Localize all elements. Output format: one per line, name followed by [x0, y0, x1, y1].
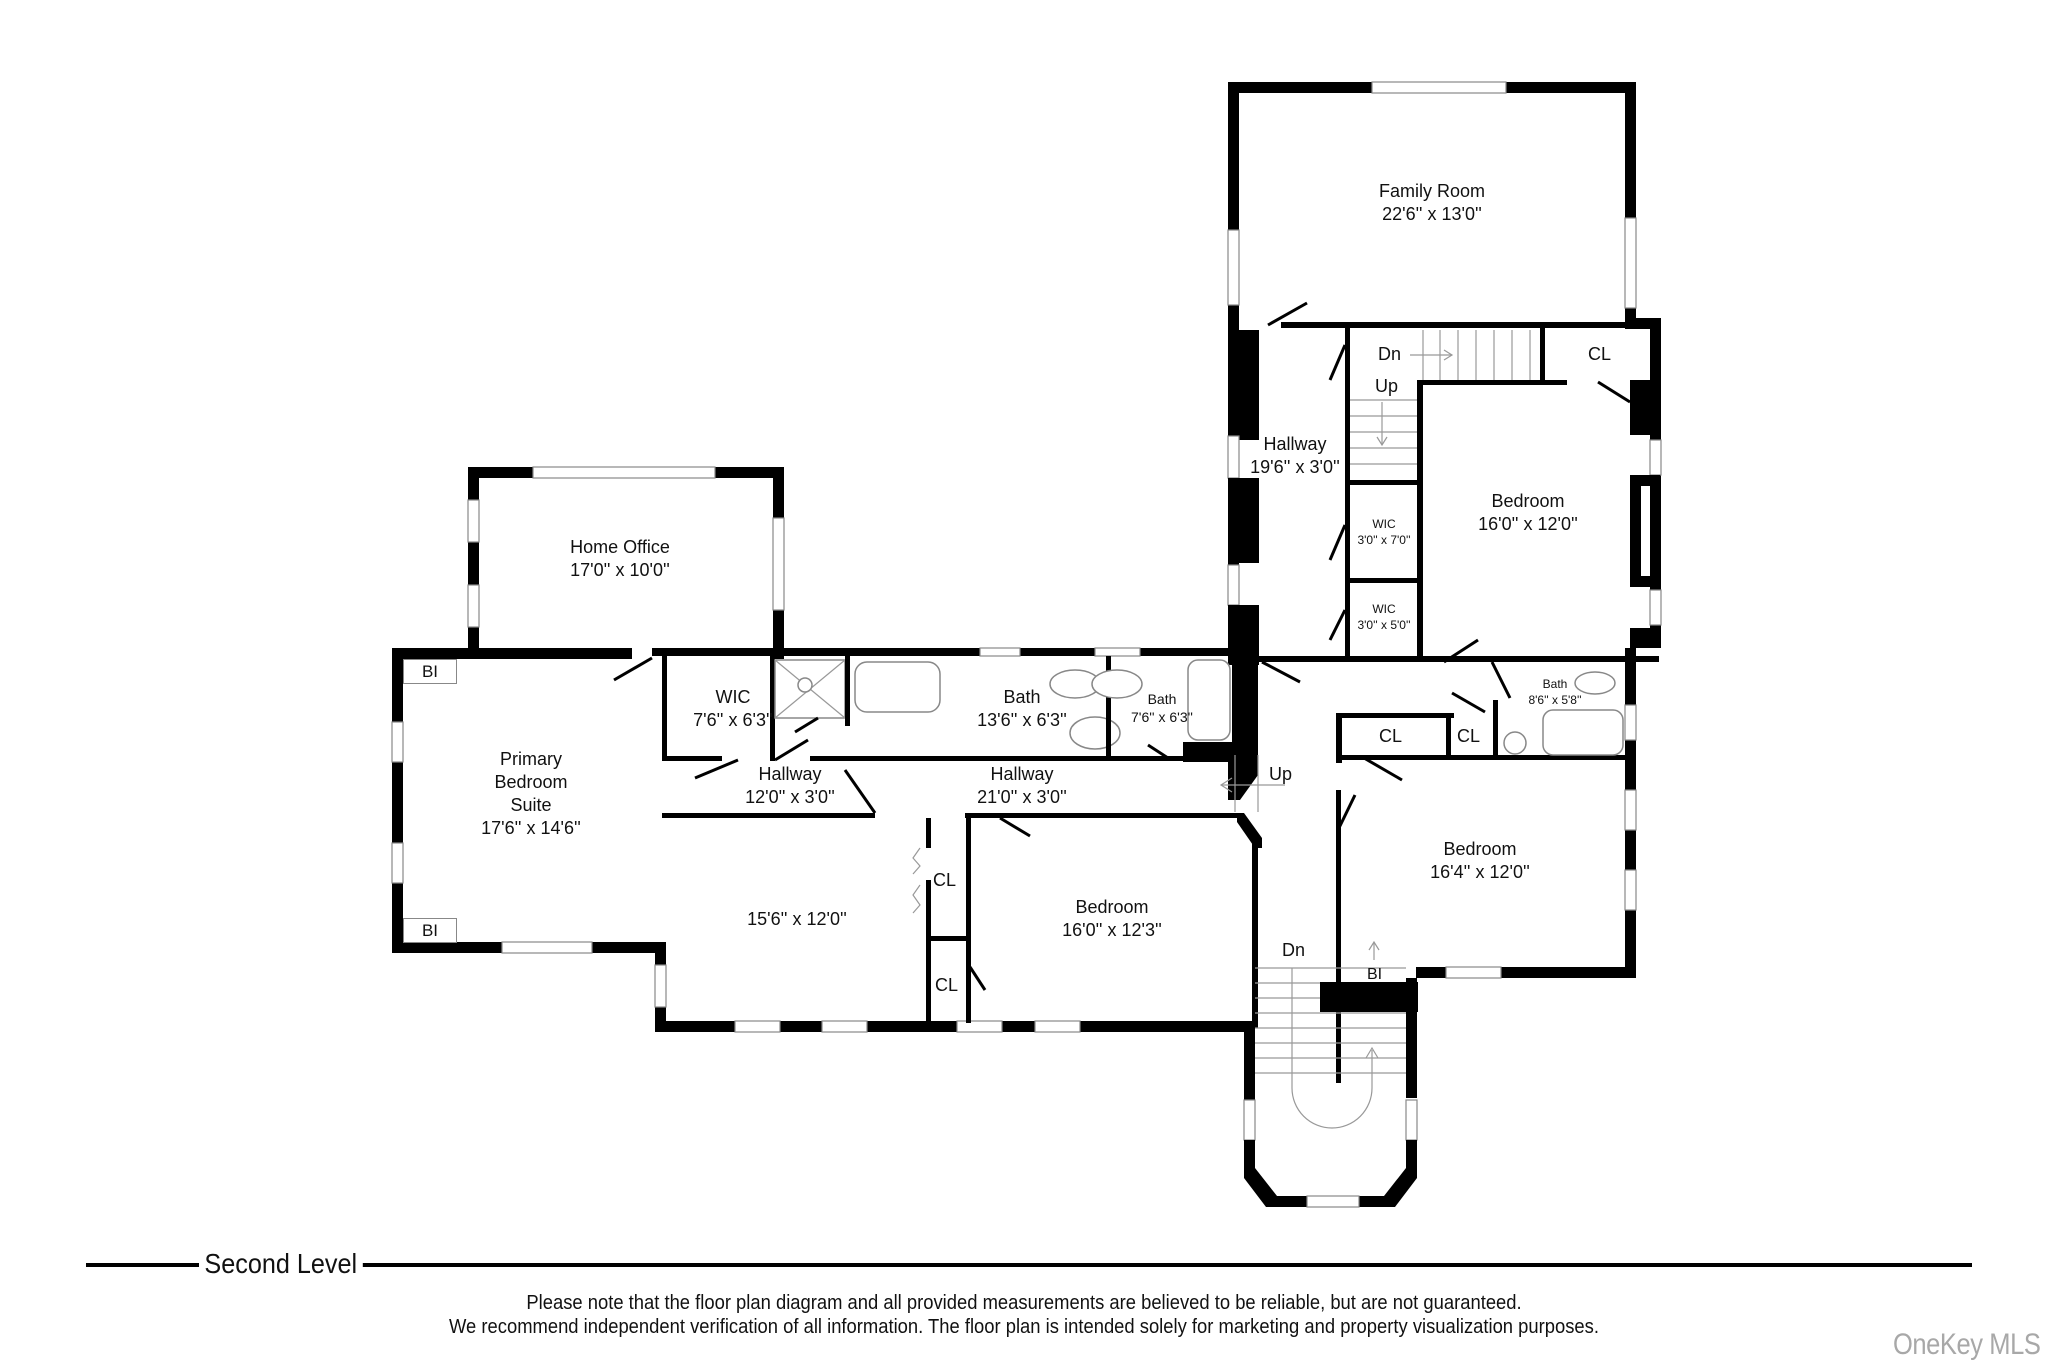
stairs-down-tag: Dn: [1282, 940, 1306, 960]
room-label-family-room: Family Room 22'6'' x 13'0'': [1378, 181, 1486, 224]
closet-tag: CL: [1457, 726, 1481, 746]
built-in-tag: BI: [403, 659, 457, 684]
disclaimer-line-2: We recommend independent verification of…: [449, 1316, 1599, 1338]
stairs-up-tag: Up: [1375, 376, 1399, 396]
room-label-bedroom-ne: Bedroom 16'0'' x 12'0'': [1478, 491, 1578, 534]
closet-tag: CL: [1379, 726, 1403, 746]
room-label-primary-suite: Primary Bedroom Suite 17'6'' x 14'6'': [481, 749, 581, 838]
room-label-hallway-upper: Hallway 19'6'' x 3'0'': [1250, 434, 1340, 477]
window: [1227, 564, 1240, 606]
room-label-sitting-area: 15'6'' x 12'0'': [747, 909, 847, 929]
window: [1227, 435, 1240, 479]
room-label-home-office: Home Office 17'0'' x 10'0'': [570, 537, 670, 580]
built-in-tag: BI: [403, 918, 457, 943]
level-title-bar: Second Level: [86, 1249, 1972, 1279]
closet-tag: CL: [1588, 344, 1612, 364]
room-label-bedroom-south: Bedroom 16'0'' x 12'3'': [1062, 897, 1162, 940]
stairs-up-tag: Up: [1269, 764, 1293, 784]
staircase-main: [1255, 940, 1406, 1129]
room-label-wic-primary: WIC 7'6'' x 6'3'': [693, 687, 773, 730]
room-label-bedroom-se: Bedroom 16'4'' x 12'0'': [1430, 839, 1530, 882]
room-label-wic-upper-2: WIC 3'0'' x 5'0'': [1357, 602, 1411, 632]
family-room-walls: [1227, 81, 1661, 662]
room-label-bath-east: Bath 8'6'' x 5'8'': [1528, 677, 1582, 707]
room-label-wic-upper-1: WIC 3'0'' x 7'0'': [1357, 517, 1411, 547]
door: [1267, 301, 1308, 327]
room-label-hallway-west: Hallway 12'0'' x 3'0'': [745, 764, 835, 807]
closet-tag: CL: [935, 975, 959, 995]
level-title: Second Level: [199, 1249, 363, 1279]
home-office-walls: [467, 466, 785, 659]
disclaimer-line-1: Please note that the floor plan diagram …: [526, 1292, 1522, 1314]
stair-arrow-up: [1219, 755, 1285, 812]
onekey-mls-watermark: OneKey MLS: [1892, 1328, 2041, 1361]
wall-segment: [1228, 330, 1259, 440]
divider-line: [86, 1263, 1972, 1267]
room-label-bath-mid: Bath 7'6'' x 6'3'': [1131, 691, 1193, 725]
closet-tag: CL: [933, 870, 957, 890]
wall-segment: [1228, 478, 1259, 563]
stairs-down-tag: Dn: [1378, 344, 1402, 364]
room-label-bath-primary: Bath 13'6'' x 6'3'': [977, 687, 1067, 730]
staircase-upper: [1350, 330, 1531, 465]
built-in-tag: BI: [1367, 966, 1383, 983]
room-label-hallway-main: Hallway 21'0'' x 3'0'': [977, 764, 1067, 807]
